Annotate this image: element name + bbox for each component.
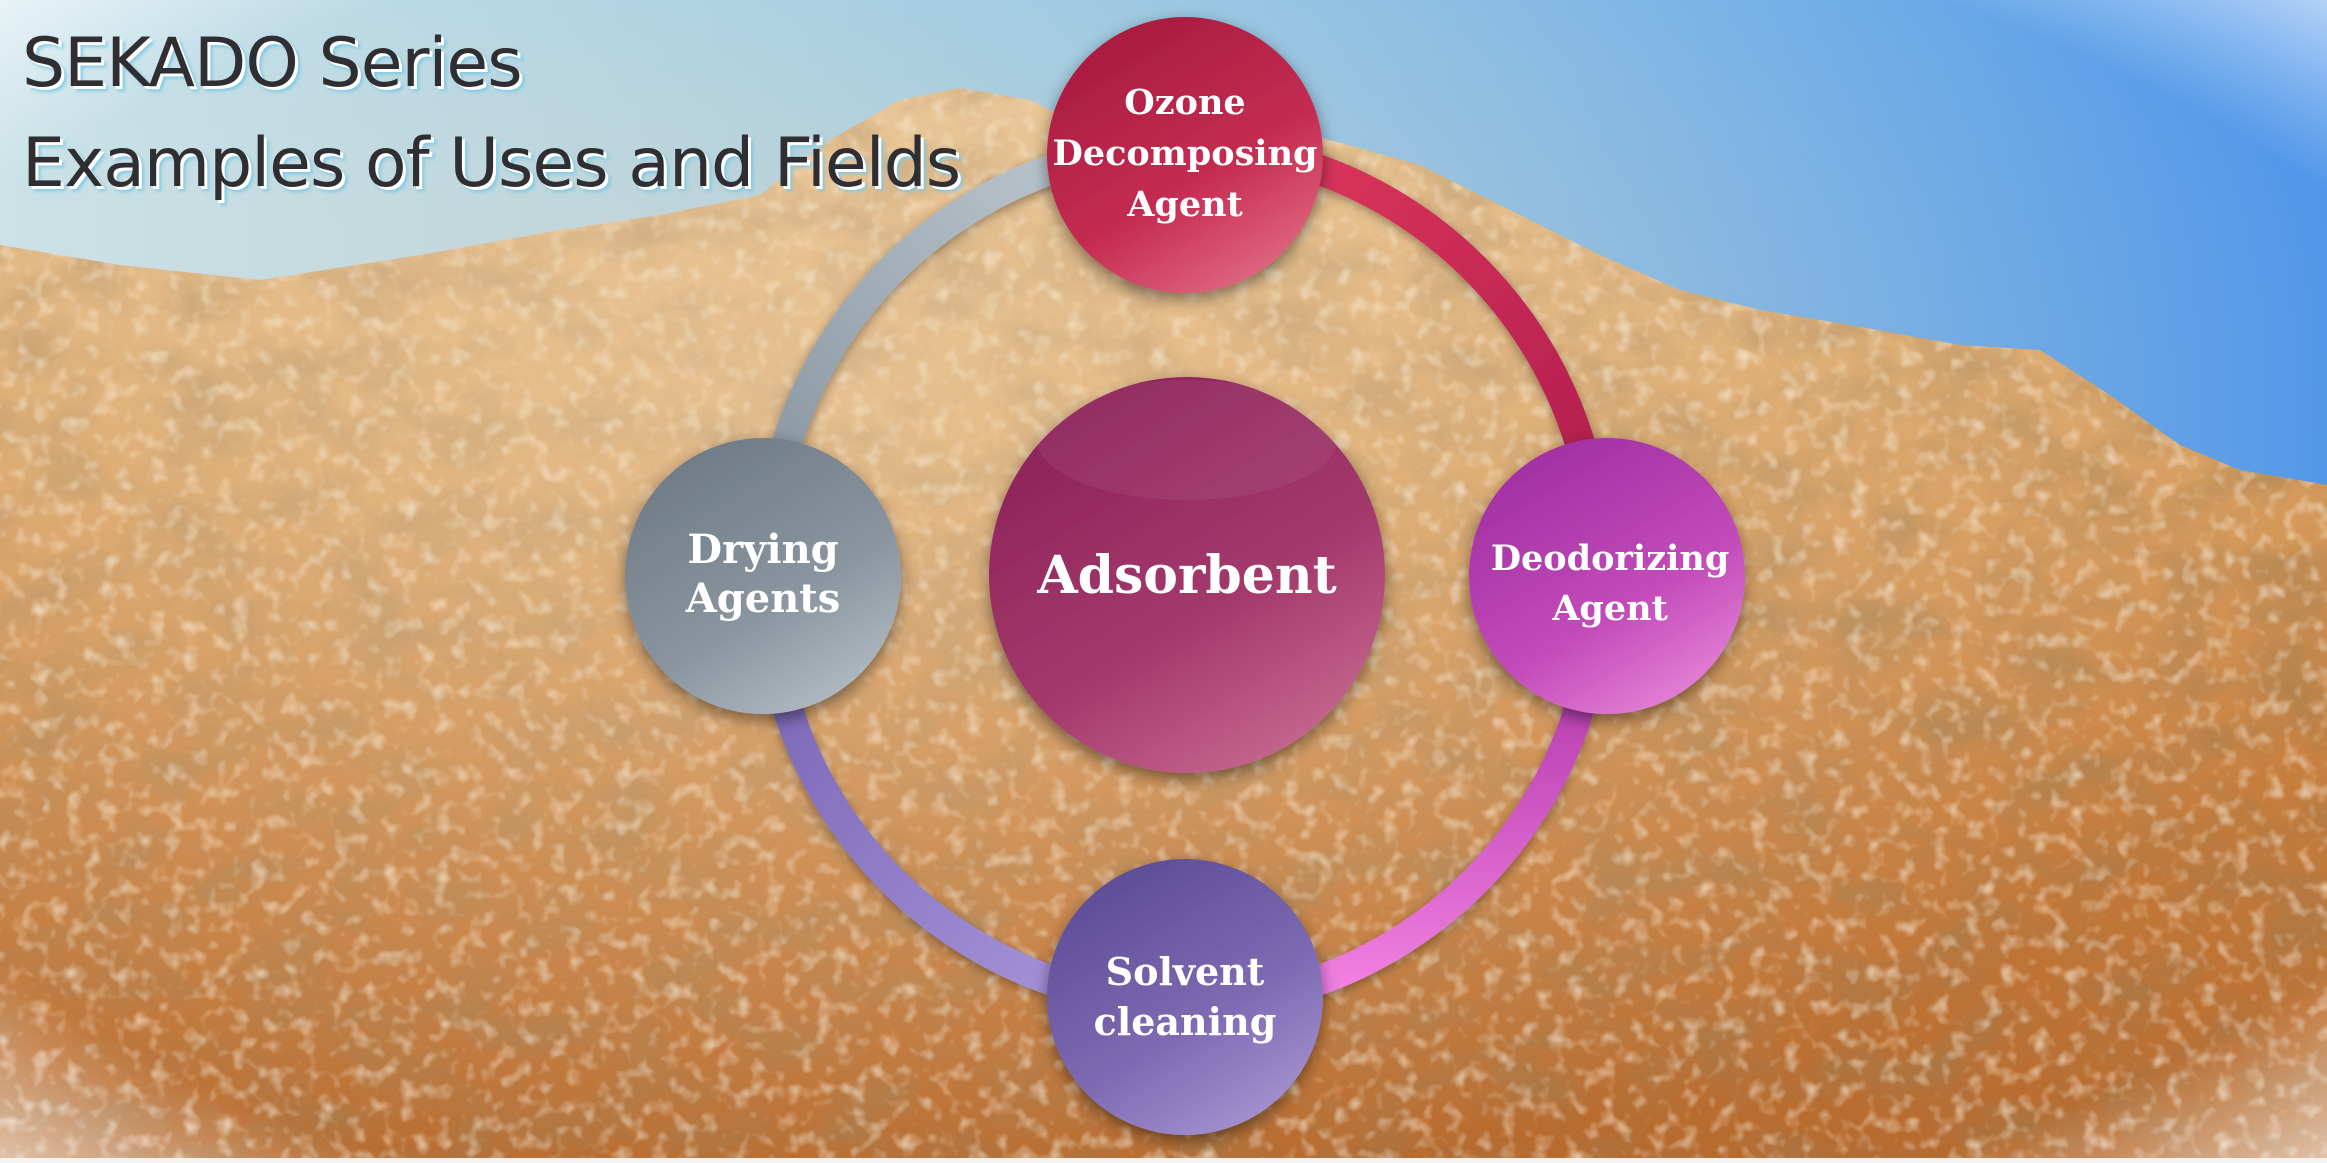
node-solvent-label-1: Solvent xyxy=(1106,949,1265,994)
node-drying-label-2: Agents xyxy=(685,575,841,622)
node-ozone-label-2: Decomposing xyxy=(1052,133,1317,174)
node-ozone-circle xyxy=(1047,17,1323,293)
node-deodorizing: Deodorizing Agent xyxy=(1469,438,1745,714)
slide-subtitle: Examples of Uses and Fields xyxy=(22,124,961,203)
arc-drying-to-ozone xyxy=(770,155,1065,465)
center-node: Adsorbent xyxy=(989,377,1385,773)
arc-deodorizing-to-solvent xyxy=(1305,685,1597,995)
node-solvent-circle xyxy=(1047,859,1323,1135)
node-deodorizing-circle xyxy=(1469,438,1745,714)
node-solvent: Solvent cleaning xyxy=(1047,859,1323,1135)
center-gloss xyxy=(1037,380,1337,500)
arc-solvent-to-drying xyxy=(770,685,1065,995)
cycle-ring xyxy=(770,155,1597,995)
node-drying-circle xyxy=(625,438,901,714)
arc-ozone-to-deodorizing xyxy=(1305,155,1597,465)
node-deodorizing-label-2: Agent xyxy=(1551,588,1668,629)
node-deodorizing-label-1: Deodorizing xyxy=(1491,538,1730,579)
slide-title: SEKADO Series xyxy=(22,24,523,103)
node-solvent-label-2: cleaning xyxy=(1094,999,1277,1044)
node-ozone-label-1: Ozone xyxy=(1124,82,1245,123)
node-drying: Drying Agents xyxy=(625,438,901,714)
node-ozone: Ozone Decomposing Agent xyxy=(1047,17,1323,293)
center-circle xyxy=(989,377,1385,773)
center-label: Adsorbent xyxy=(1036,545,1336,606)
node-drying-label-1: Drying xyxy=(687,526,838,573)
node-ozone-label-3: Agent xyxy=(1126,184,1243,225)
